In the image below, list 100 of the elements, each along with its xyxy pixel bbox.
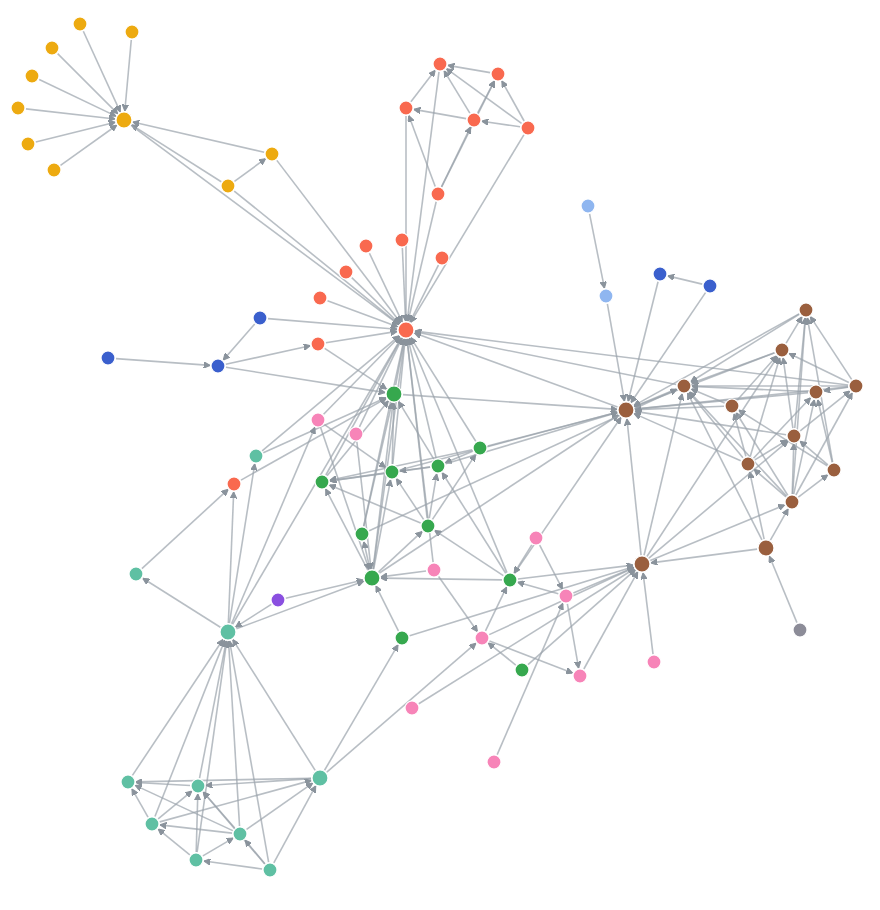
connector-line <box>517 562 634 580</box>
graph-node <box>270 592 286 608</box>
connector-line <box>329 466 431 484</box>
graph-node <box>100 350 116 366</box>
connector-line <box>135 779 191 787</box>
connector-line <box>809 315 853 381</box>
connector-line <box>202 791 266 865</box>
connector-line <box>409 264 440 323</box>
connector-line <box>691 382 849 390</box>
connector-line <box>356 441 374 570</box>
graph-node <box>652 266 668 282</box>
graph-node <box>434 250 450 266</box>
connector-line <box>267 317 398 333</box>
graph-node <box>633 555 651 573</box>
graph-node <box>363 569 381 587</box>
graph-node <box>310 412 326 428</box>
connector-line <box>443 70 471 114</box>
connector-line <box>193 793 202 853</box>
connector-line <box>690 351 776 385</box>
connector-line <box>401 247 410 322</box>
graph-node <box>120 774 136 790</box>
graph-node <box>190 778 206 794</box>
graph-node <box>580 198 596 214</box>
connector-line <box>785 316 803 344</box>
graph-node <box>808 384 824 400</box>
connector-line <box>159 821 233 834</box>
graph-node <box>262 862 278 878</box>
connector-line <box>205 777 312 789</box>
graph-node <box>310 336 326 352</box>
connector-line <box>372 479 393 570</box>
connector-line <box>141 488 229 570</box>
graph-node <box>848 378 864 394</box>
connector-line <box>131 788 149 818</box>
connector-line <box>445 67 523 125</box>
connector-line <box>228 463 258 624</box>
connector-line <box>38 78 117 117</box>
connector-line <box>158 778 313 823</box>
connector-line <box>157 790 193 820</box>
connector-line <box>276 159 402 324</box>
connector-line <box>447 62 491 74</box>
connector-line <box>736 355 778 401</box>
connector-line <box>667 273 703 285</box>
connector-line <box>409 134 525 324</box>
connector-line <box>788 352 850 384</box>
connector-line <box>230 426 316 625</box>
graph-node <box>432 56 448 72</box>
graph-node <box>354 526 370 542</box>
connector-line <box>646 355 779 558</box>
graph-node <box>724 398 740 414</box>
connector-line <box>501 80 525 122</box>
connector-line <box>476 80 496 114</box>
graph-node <box>128 566 144 582</box>
connector-line <box>323 423 387 469</box>
connector-line <box>441 471 507 575</box>
graph-node <box>702 278 718 294</box>
connector-line <box>198 640 229 779</box>
graph-node <box>358 238 374 254</box>
connector-line <box>749 356 782 458</box>
connector-line <box>130 124 223 183</box>
connector-line <box>404 338 434 563</box>
connector-line <box>768 555 798 624</box>
connector-line <box>735 411 789 497</box>
connector-line <box>404 71 440 322</box>
graph-node <box>394 232 410 248</box>
graph-node <box>385 385 403 403</box>
graph-node <box>774 342 790 358</box>
connector-line <box>380 574 503 582</box>
connector-line <box>131 119 265 153</box>
graph-node <box>252 310 268 326</box>
connector-line <box>431 453 477 521</box>
connector-line <box>25 108 116 122</box>
graph-node <box>394 630 410 646</box>
graph-node <box>338 264 354 280</box>
connector-line <box>130 124 400 326</box>
connector-line <box>131 638 224 777</box>
connector-line <box>326 300 399 329</box>
connector-line <box>780 357 794 429</box>
graph-node <box>558 588 574 604</box>
graph-node <box>144 816 160 832</box>
connector-line <box>261 335 400 452</box>
connector-line <box>232 638 316 772</box>
connector-line <box>753 468 787 498</box>
connector-line <box>329 448 473 483</box>
graph-node <box>188 852 204 868</box>
connector-line <box>240 397 387 481</box>
connector-line <box>623 418 642 556</box>
graph-node <box>572 668 588 684</box>
connector-line <box>399 466 431 474</box>
connector-line <box>389 402 398 465</box>
connector-line <box>630 291 707 404</box>
connector-line <box>799 440 829 466</box>
connector-line <box>397 400 435 460</box>
connector-line <box>648 440 789 559</box>
connector-line <box>649 504 786 562</box>
graph-node <box>397 321 415 339</box>
graph-node <box>740 456 756 472</box>
connector-line <box>395 477 425 521</box>
connector-line <box>115 357 211 369</box>
connector-line <box>747 471 765 540</box>
connector-line <box>326 642 477 773</box>
